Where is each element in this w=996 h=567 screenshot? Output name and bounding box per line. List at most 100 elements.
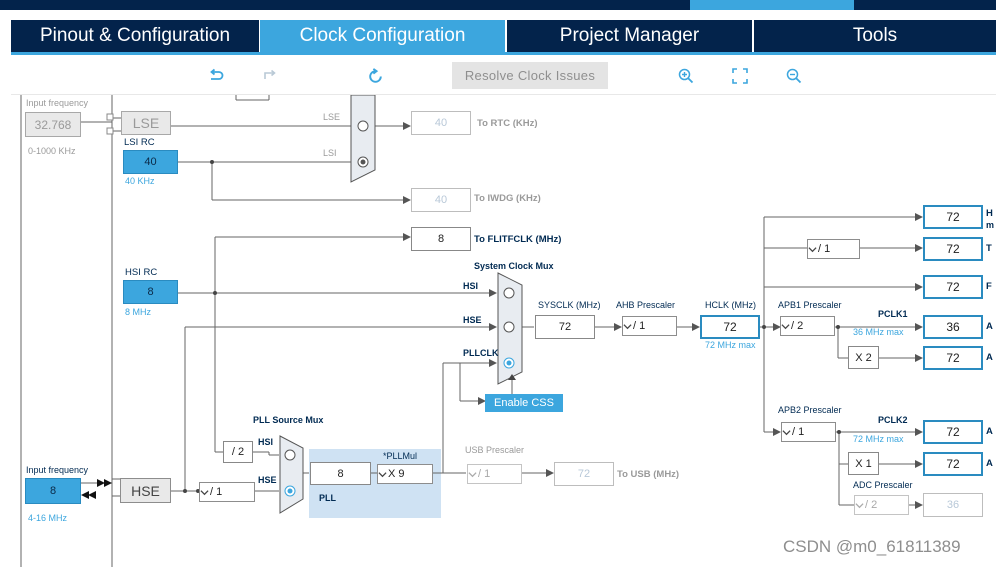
- rtc-output-value: 40: [411, 111, 471, 135]
- zoom-in-icon[interactable]: [675, 65, 697, 87]
- cortex-timer-prescaler-select[interactable]: / 1: [807, 239, 860, 259]
- window-top-strip: [0, 0, 996, 10]
- chevron-down-icon: [378, 472, 387, 478]
- flitfclk-output-value: 8: [411, 227, 471, 251]
- hsi-rc-label: HSI RC: [125, 267, 158, 278]
- cortex-timer-prescaler-value: / 1: [818, 243, 831, 255]
- zoom-out-icon[interactable]: [783, 65, 805, 87]
- main-tab-bar: Pinout & Configuration Clock Configurati…: [0, 10, 996, 52]
- chevron-down-icon: [623, 324, 632, 330]
- iwdg-output-label: To IWDG (KHz): [474, 193, 541, 204]
- lse-range-label: 0-1000 KHz: [28, 146, 76, 156]
- chevron-down-icon: [808, 247, 817, 253]
- hclk-output-3-suffix: F: [986, 281, 992, 292]
- iwdg-output-value: 40: [411, 188, 471, 212]
- apb1-timer-suffix: A: [986, 352, 993, 363]
- pclk2-max-label: 72 MHz max: [853, 434, 904, 444]
- apb1-timer-multiplier: X 2: [848, 346, 879, 369]
- apb1-prescaler-select[interactable]: / 2: [780, 316, 835, 336]
- sysmux-hsi-label: HSI: [463, 281, 479, 291]
- tab-project-manager[interactable]: Project Manager: [507, 20, 752, 52]
- tab-label: Tools: [852, 25, 898, 46]
- clock-toolbar: Resolve Clock Issues: [11, 55, 996, 95]
- adc-prescaler-select[interactable]: / 2: [854, 495, 909, 515]
- apb2-prescaler-label: APB2 Prescaler: [778, 405, 842, 415]
- hclk-output-2-value[interactable]: 72: [923, 237, 983, 261]
- chevron-down-icon: [855, 503, 864, 509]
- tab-label: Project Manager: [559, 25, 700, 46]
- chevron-down-icon: [781, 324, 790, 330]
- pll-mux-hsi-label: HSI: [258, 437, 274, 447]
- hse-range-label: 4-16 MHz: [28, 513, 68, 523]
- usb-prescaler-select[interactable]: / 1: [467, 464, 522, 484]
- sysclk-label: SYSCLK (MHz): [538, 300, 601, 310]
- apb1-prescaler-label: APB1 Prescaler: [778, 300, 842, 310]
- usb-prescaler-value: / 1: [478, 468, 491, 480]
- undo-icon[interactable]: [205, 65, 227, 87]
- ahb-prescaler-select[interactable]: / 1: [622, 316, 677, 336]
- rtc-output-label: To RTC (KHz): [477, 118, 538, 129]
- hclk-value[interactable]: 72: [700, 315, 760, 339]
- lse-box: LSE: [121, 111, 171, 135]
- hse-input-frequency-field[interactable]: 8: [25, 478, 81, 504]
- pclk2-suffix: A: [986, 426, 993, 437]
- adc-output-value: 36: [923, 493, 983, 517]
- pclk2-label: PCLK2: [878, 415, 908, 425]
- pclk1-label: PCLK1: [878, 309, 908, 319]
- chevron-down-icon: [782, 430, 791, 436]
- lsi-unit-label: 40 KHz: [125, 176, 155, 186]
- tab-pinout-configuration[interactable]: Pinout & Configuration: [11, 20, 259, 52]
- refresh-icon[interactable]: [364, 65, 386, 87]
- adc-prescaler-label: ADC Prescaler: [853, 480, 913, 490]
- hse-input-frequency-label: Input frequency: [26, 465, 89, 475]
- tab-tools[interactable]: Tools: [754, 20, 996, 52]
- ahb-prescaler-value: / 1: [633, 320, 646, 332]
- pll-mux-hse-label: HSE: [258, 475, 277, 485]
- fit-icon[interactable]: [729, 65, 751, 87]
- pclk1-value[interactable]: 36: [923, 315, 983, 339]
- enable-css-button[interactable]: Enable CSS: [485, 394, 563, 412]
- hsi-div2-value: / 2: [223, 441, 253, 463]
- chevron-down-icon: [468, 472, 477, 478]
- pll-source-mux-title: PLL Source Mux: [253, 415, 324, 425]
- hclk-output-3-value[interactable]: 72: [923, 275, 983, 299]
- lse-input-frequency-label: Input frequency: [26, 98, 89, 108]
- pclk2-value[interactable]: 72: [923, 420, 983, 444]
- apb1-timer-value[interactable]: 72: [923, 346, 983, 370]
- clock-tree-canvas: Input frequency 32.768 0-1000 KHz LSE LS…: [11, 95, 996, 567]
- lse-input-frequency-field[interactable]: 32.768: [25, 112, 81, 137]
- pllmul-value: X 9: [388, 468, 405, 480]
- apb2-prescaler-value: / 1: [792, 426, 805, 438]
- hclk-output-1-suffix: H: [986, 208, 993, 219]
- adc-prescaler-value: / 2: [865, 499, 878, 511]
- hclk-output-1-suffix-2: m: [986, 220, 995, 230]
- sysmux-hse-label: HSE: [463, 315, 482, 325]
- usb-output-value: 72: [554, 462, 614, 486]
- resolve-clock-issues-button[interactable]: Resolve Clock Issues: [452, 62, 608, 89]
- hse-box: HSE: [120, 478, 171, 503]
- lsi-rc-value: 40: [123, 150, 178, 174]
- pclk1-max-label: 36 MHz max: [853, 327, 904, 337]
- chevron-down-icon: [200, 490, 209, 496]
- apb2-prescaler-select[interactable]: / 1: [781, 422, 836, 442]
- pll-label: PLL: [319, 493, 336, 503]
- pclk1-suffix: A: [986, 321, 993, 332]
- redo-icon[interactable]: [259, 65, 281, 87]
- rtc-mux-lse-label: LSE: [323, 112, 341, 122]
- hclk-output-1-value[interactable]: 72: [923, 205, 983, 229]
- pllmul-select[interactable]: X 9: [377, 464, 433, 484]
- hsi-rc-value: 8: [123, 280, 178, 304]
- usb-prescaler-label: USB Prescaler: [465, 445, 525, 455]
- clock-tree-wires: [20, 95, 923, 567]
- lsi-rc-label: LSI RC: [124, 137, 155, 148]
- hsi-unit-label: 8 MHz: [125, 307, 152, 317]
- apb2-timer-value[interactable]: 72: [923, 452, 983, 476]
- tab-underline: [11, 52, 996, 55]
- hclk-label: HCLK (MHz): [705, 300, 756, 310]
- csdn-watermark: CSDN @m0_61811389: [783, 537, 961, 556]
- flitfclk-output-label: To FLITFCLK (MHz): [474, 234, 562, 245]
- tab-label: Pinout & Configuration: [39, 25, 231, 46]
- tab-clock-configuration[interactable]: Clock Configuration: [260, 20, 505, 52]
- ahb-prescaler-label: AHB Prescaler: [616, 300, 676, 310]
- hse-prediv-select[interactable]: / 1: [199, 482, 255, 502]
